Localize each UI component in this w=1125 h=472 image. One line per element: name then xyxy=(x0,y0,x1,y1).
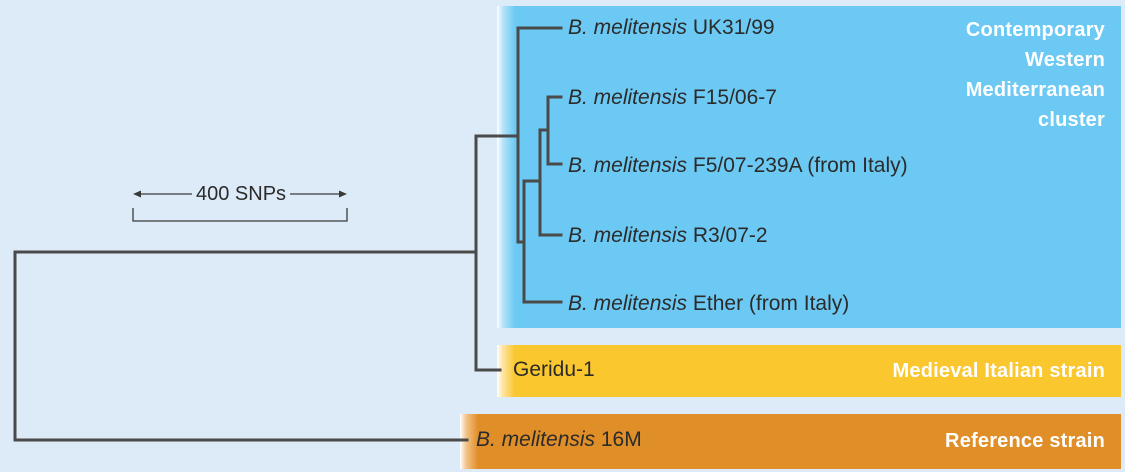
taxon-label: Geridu-1 xyxy=(513,358,595,382)
taxon-genus: B. melitensis xyxy=(568,16,688,39)
taxon-strain: 16M xyxy=(595,428,642,451)
taxon-strain: UK31/99 xyxy=(687,16,775,39)
taxon-genus: B. melitensis xyxy=(568,224,688,247)
scale-bar xyxy=(132,190,348,222)
taxon-strain: Ether (from Italy) xyxy=(687,292,850,315)
branch-root xyxy=(13,250,469,442)
medieval-strain-panel: Medieval Italian strain xyxy=(497,345,1121,397)
taxon-strain: F5/07-239A (from Italy) xyxy=(687,154,908,177)
scale-bar-label: 400 SNPs xyxy=(196,183,287,205)
taxon-label: B. melitensis F15/06-7 xyxy=(568,86,777,110)
branch-node-a xyxy=(474,134,502,372)
taxon-strain: Geridu-1 xyxy=(513,358,595,381)
taxon-genus: B. melitensis xyxy=(568,86,688,109)
contemporary-cluster-label: Contemporary Western Mediterranean clust… xyxy=(966,15,1105,135)
group-label-line: Contemporary xyxy=(965,19,1105,41)
branch-node-d xyxy=(538,128,563,237)
taxon-genus: B. melitensis xyxy=(568,154,688,177)
medieval-strain-label: Medieval Italian strain xyxy=(892,360,1105,382)
group-label-line: Western xyxy=(1025,49,1105,71)
taxon-label: B. melitensis 16M xyxy=(476,428,642,452)
taxon-strain: F15/06-7 xyxy=(687,86,777,109)
taxon-genus: B. melitensis xyxy=(568,292,688,315)
group-label-line: cluster xyxy=(1038,109,1105,131)
taxon-label: B. melitensis Ether (from Italy) xyxy=(568,292,849,316)
contemporary-cluster-panel: Contemporary Western Mediterranean clust… xyxy=(497,6,1121,328)
taxon-label: B. melitensis R3/07-2 xyxy=(568,224,768,248)
reference-strain-label: Reference strain xyxy=(945,430,1105,452)
reference-strain-panel: Reference strain xyxy=(460,414,1121,469)
branch-node-e xyxy=(546,128,563,166)
taxon-genus: B. melitensis xyxy=(476,428,596,451)
branch-node-c xyxy=(522,179,563,304)
taxon-strain: R3/07-2 xyxy=(687,224,768,247)
taxon-label: B. melitensis F5/07-239A (from Italy) xyxy=(568,154,908,178)
branch-to-f15 xyxy=(546,95,563,132)
taxon-label: B. melitensis UK31/99 xyxy=(568,16,775,40)
group-label-line: Mediterranean xyxy=(965,79,1105,101)
